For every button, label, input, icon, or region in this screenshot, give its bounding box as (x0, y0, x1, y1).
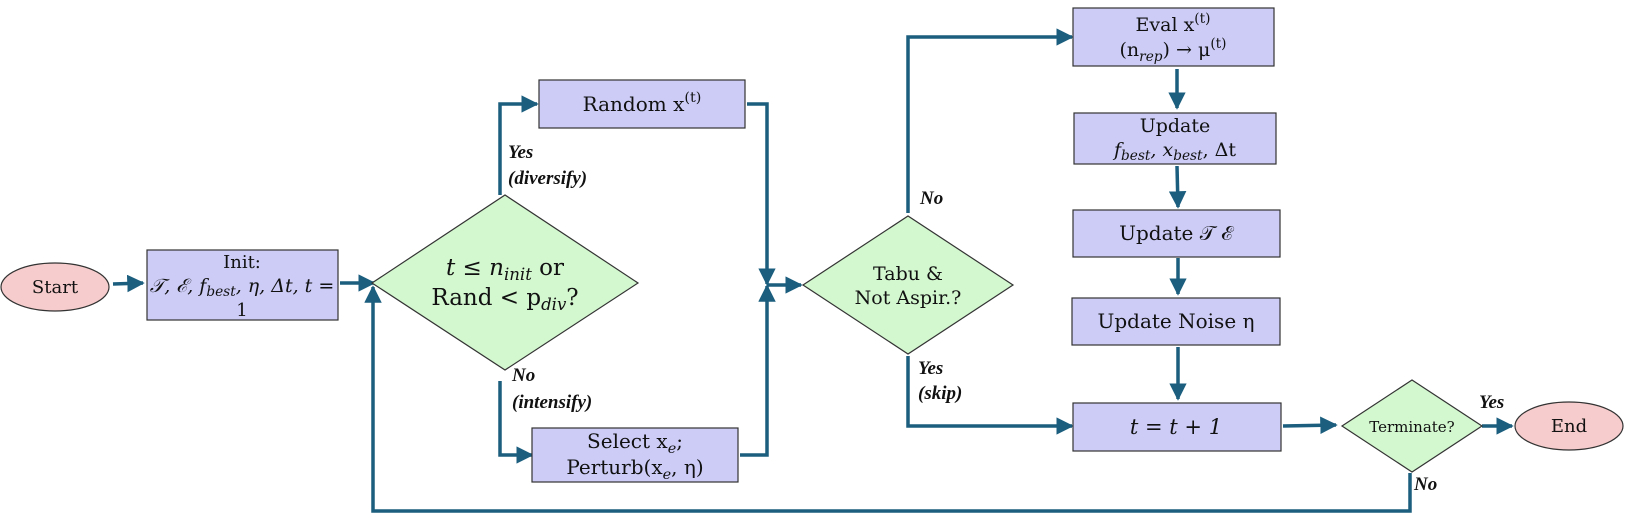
increment-label: t = t + 1 (1130, 415, 1222, 439)
init-label-line1: Init: (223, 252, 261, 273)
terminate-decision (1340, 379, 1484, 473)
edge-label-terminate-no: No (1413, 474, 1437, 495)
tabu-decision-line1: Tabu & (873, 263, 943, 285)
eval-label-line1: Eval x(t) (1136, 11, 1211, 36)
select-label-line1: Select xe; (587, 429, 683, 457)
edges (112, 28, 1514, 513)
edge-label-tabu-no: No (919, 188, 943, 209)
update-tabu-label: Update 𝒯 ℰ (1119, 221, 1234, 245)
edge-label-no-intensify: No (511, 365, 535, 386)
terminate-label: Terminate? (1369, 418, 1454, 436)
end-label: End (1551, 416, 1587, 437)
increment-box (1072, 402, 1282, 452)
diversify-decision-line2: Rand < pdiv? (431, 285, 578, 314)
eval-label-line2: (nrep) → μ(t) (1120, 36, 1227, 65)
edge-decision-select (498, 381, 534, 464)
update-tabu-box (1072, 209, 1281, 258)
diversify-decision-line1: t ≤ ninit or (446, 255, 564, 284)
diversify-decision (370, 194, 640, 371)
edge-terminate-loop (364, 285, 1412, 513)
update-noise-box (1071, 297, 1281, 346)
edge-tabu-eval (906, 28, 1074, 213)
update-best-line2: fbest, xbest, Δt (1112, 139, 1236, 164)
edge-select-merge (740, 284, 776, 457)
tabu-decision (801, 215, 1015, 355)
random-box (538, 79, 746, 129)
edge-label-terminate-yes: Yes (1479, 392, 1504, 413)
random-label: Random x(t) (583, 90, 702, 116)
init-box (146, 249, 339, 321)
edge-start-init (112, 274, 145, 293)
edge-tinc-terminate (1282, 416, 1338, 435)
update-best-box (1073, 112, 1277, 165)
edge-decision-random (498, 95, 539, 195)
update-noise-label: Update Noise η (1098, 309, 1255, 333)
init-label-line3: 1 (236, 300, 247, 321)
start-terminal (0, 262, 110, 312)
start-label: Start (32, 277, 79, 298)
edge-label-tabu-yes: Yes (918, 358, 943, 379)
edge-label-diversify: (diversify) (508, 168, 587, 189)
select-box (531, 427, 739, 483)
edge-random-merge (747, 102, 776, 286)
edge-updbest-updte (1168, 165, 1187, 209)
end-terminal (1514, 401, 1624, 451)
edge-tabu-tinc (906, 356, 1074, 435)
select-label-line2: Perturb(xe, η) (566, 455, 703, 483)
update-best-line1: Update (1140, 115, 1211, 137)
eval-box (1072, 7, 1275, 67)
tabu-decision-line2: Not Aspir.? (855, 287, 962, 309)
edge-label-yes-diversify: Yes (508, 142, 533, 163)
edge-label-skip: (skip) (918, 383, 962, 404)
edge-label-intensify: (intensify) (512, 392, 592, 413)
init-label-line2: 𝒯, ℰ, fbest, η, Δt, t = (150, 275, 335, 300)
